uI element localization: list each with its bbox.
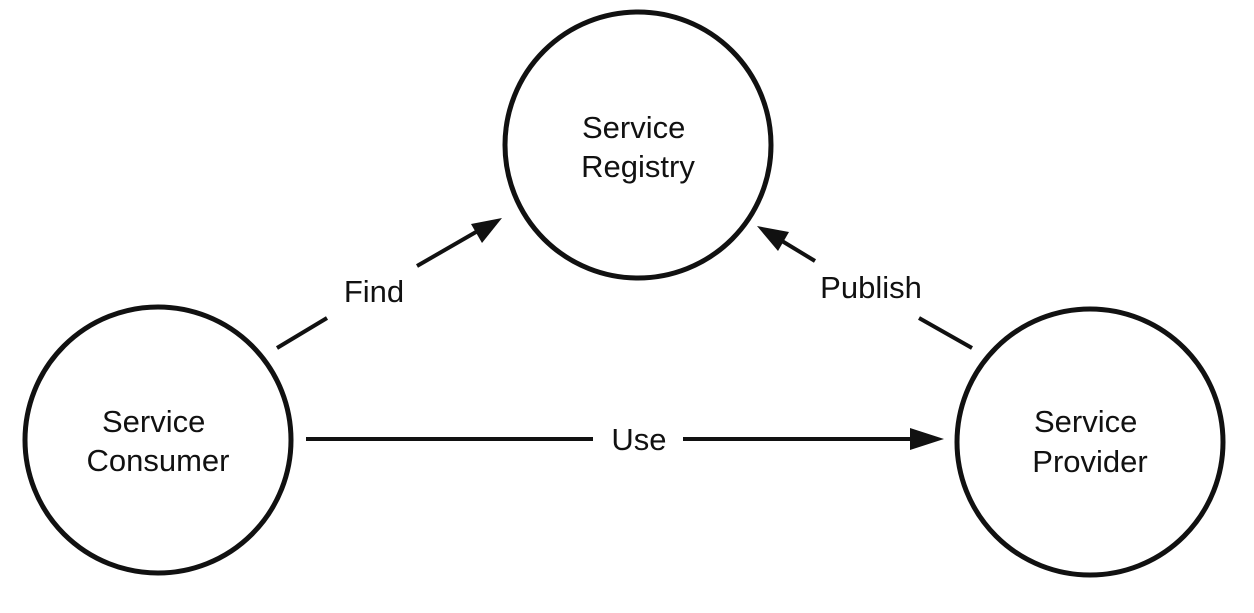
edge-find-line-upper (416, 230, 477, 268)
node-service-consumer-circle (22, 304, 294, 576)
node-service-consumer: Service Consumer (22, 304, 294, 576)
node-service-registry-label: Service Registry (581, 110, 695, 184)
edge-find: Find (275, 218, 502, 350)
edge-find-arrowhead (471, 218, 502, 243)
node-service-registry-line1: Service (582, 110, 685, 145)
node-service-provider: Service Provider (954, 306, 1226, 578)
node-service-consumer-line1: Service (102, 404, 205, 439)
edge-publish-line-upper (780, 239, 817, 263)
node-service-registry: Service Registry (502, 9, 774, 281)
node-service-registry-line2: Registry (581, 149, 695, 184)
node-service-provider-line2: Provider (1032, 444, 1147, 479)
edge-find-label: Find (344, 274, 404, 309)
node-service-consumer-label: Service Consumer (87, 404, 230, 478)
edge-use-label: Use (611, 422, 666, 457)
edge-publish-line-lower (918, 316, 973, 350)
edge-use-arrowhead (910, 428, 944, 450)
edge-publish-arrowhead (757, 226, 789, 251)
node-service-provider-circle (954, 306, 1226, 578)
node-service-consumer-line2: Consumer (87, 443, 230, 478)
node-service-provider-line1: Service (1034, 404, 1137, 439)
edge-use: Use (306, 422, 944, 457)
edge-publish: Publish (757, 226, 973, 350)
node-service-provider-label: Service Provider (1032, 404, 1147, 479)
edge-publish-label: Publish (820, 270, 922, 305)
node-service-registry-circle (502, 9, 774, 281)
edge-find-line-lower (275, 316, 329, 350)
